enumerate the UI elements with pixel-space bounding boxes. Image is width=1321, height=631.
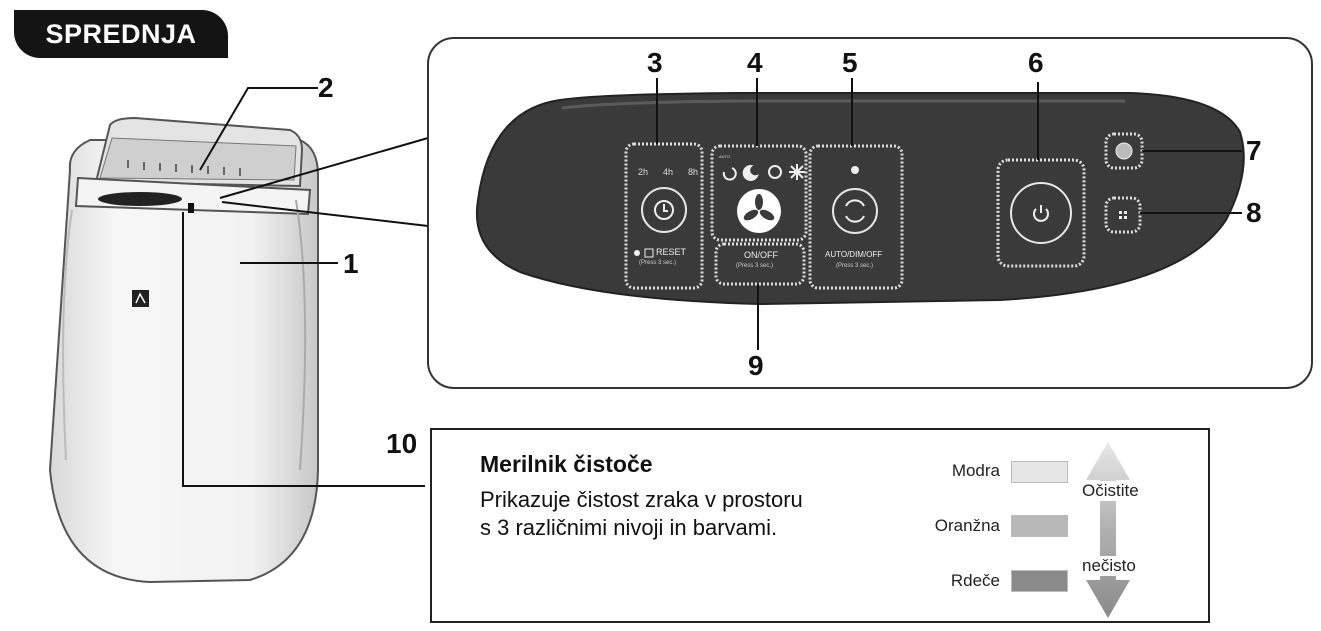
meter-description-line-1: Prikazuje čistost zraka v prostoru xyxy=(480,487,803,512)
callout-3: 3 xyxy=(647,47,663,78)
arrow-label-clean: Očistite xyxy=(1080,481,1141,501)
meter-title: Merilnik čistoče xyxy=(480,451,653,477)
light-indicator-icon xyxy=(851,166,859,174)
fan-button xyxy=(737,189,781,233)
sleep-mode-icon xyxy=(742,164,759,181)
cleanliness-meter-panel xyxy=(430,428,1210,623)
cycle-icon xyxy=(845,199,865,223)
timer-4h: 4h xyxy=(662,167,673,177)
child-lock-group-outline xyxy=(714,242,806,286)
callout-6: 6 xyxy=(1028,47,1044,78)
leader-10 xyxy=(182,212,425,487)
leader-2 xyxy=(199,87,318,171)
cleanliness-indicator-icon xyxy=(1119,211,1127,219)
zoom-line-top xyxy=(219,137,429,199)
indicator-outline xyxy=(1104,196,1142,234)
filter-icon xyxy=(644,248,654,258)
callout-4: 4 xyxy=(747,47,763,78)
timer-labels: 2h 4h 8h xyxy=(638,167,698,177)
child-lock-hint: (Press 3 sec.) xyxy=(736,263,774,269)
fan-speed-icon xyxy=(768,165,782,179)
fan-group-outline xyxy=(710,144,808,242)
callout-5: 5 xyxy=(842,47,858,78)
level-label-blue: Modra xyxy=(951,461,1000,480)
power-group-outline xyxy=(996,158,1086,268)
arrow-label-dirty: nečisto xyxy=(1080,556,1138,576)
auto-mode-label: AUTO xyxy=(719,154,731,159)
light-group-outline xyxy=(808,144,904,290)
level-swatch-orange xyxy=(1011,515,1068,537)
light-hint: (Press 3 sec.) xyxy=(836,263,874,269)
reset-label: RESET xyxy=(656,247,687,257)
callout-2: 2 xyxy=(318,72,334,103)
level-swatch-red xyxy=(1011,570,1068,592)
timer-2h: 2h xyxy=(638,167,649,177)
level-label-red: Rdeče xyxy=(950,571,1000,590)
callout-1: 1 xyxy=(343,248,359,279)
fan-icon xyxy=(743,194,775,221)
power-icon xyxy=(1033,205,1049,222)
zoom-line-bottom xyxy=(221,201,429,227)
level-label-orange: Oranžna xyxy=(934,516,1000,535)
callout-10: 10 xyxy=(386,428,418,459)
timer-group-outline xyxy=(624,142,704,290)
auto-mode-icon xyxy=(722,167,737,181)
callout-8: 8 xyxy=(1246,197,1262,228)
cleanliness-arrow xyxy=(1086,442,1130,618)
title-text: SPREDNJA xyxy=(45,18,197,49)
mode-icons xyxy=(722,164,805,181)
title-badge: SPREDNJA xyxy=(14,10,228,58)
meter-description-line-2: s 3 različnimi nivoji in barvami. xyxy=(480,515,778,540)
light-button xyxy=(832,188,878,234)
level-swatch-blue xyxy=(1011,461,1068,483)
timer-8h: 8h xyxy=(687,167,698,177)
callout-9: 9 xyxy=(748,350,764,381)
max-mode-icon xyxy=(789,164,805,180)
clock-icon xyxy=(654,200,674,220)
reset-hint: (Press 3 sec.) xyxy=(639,260,677,266)
callout-7: 7 xyxy=(1246,135,1262,166)
child-lock-label: ON/OFF xyxy=(744,250,778,260)
light-sensor xyxy=(1115,142,1133,160)
light-label: AUTO/DIM/OFF xyxy=(825,250,883,259)
